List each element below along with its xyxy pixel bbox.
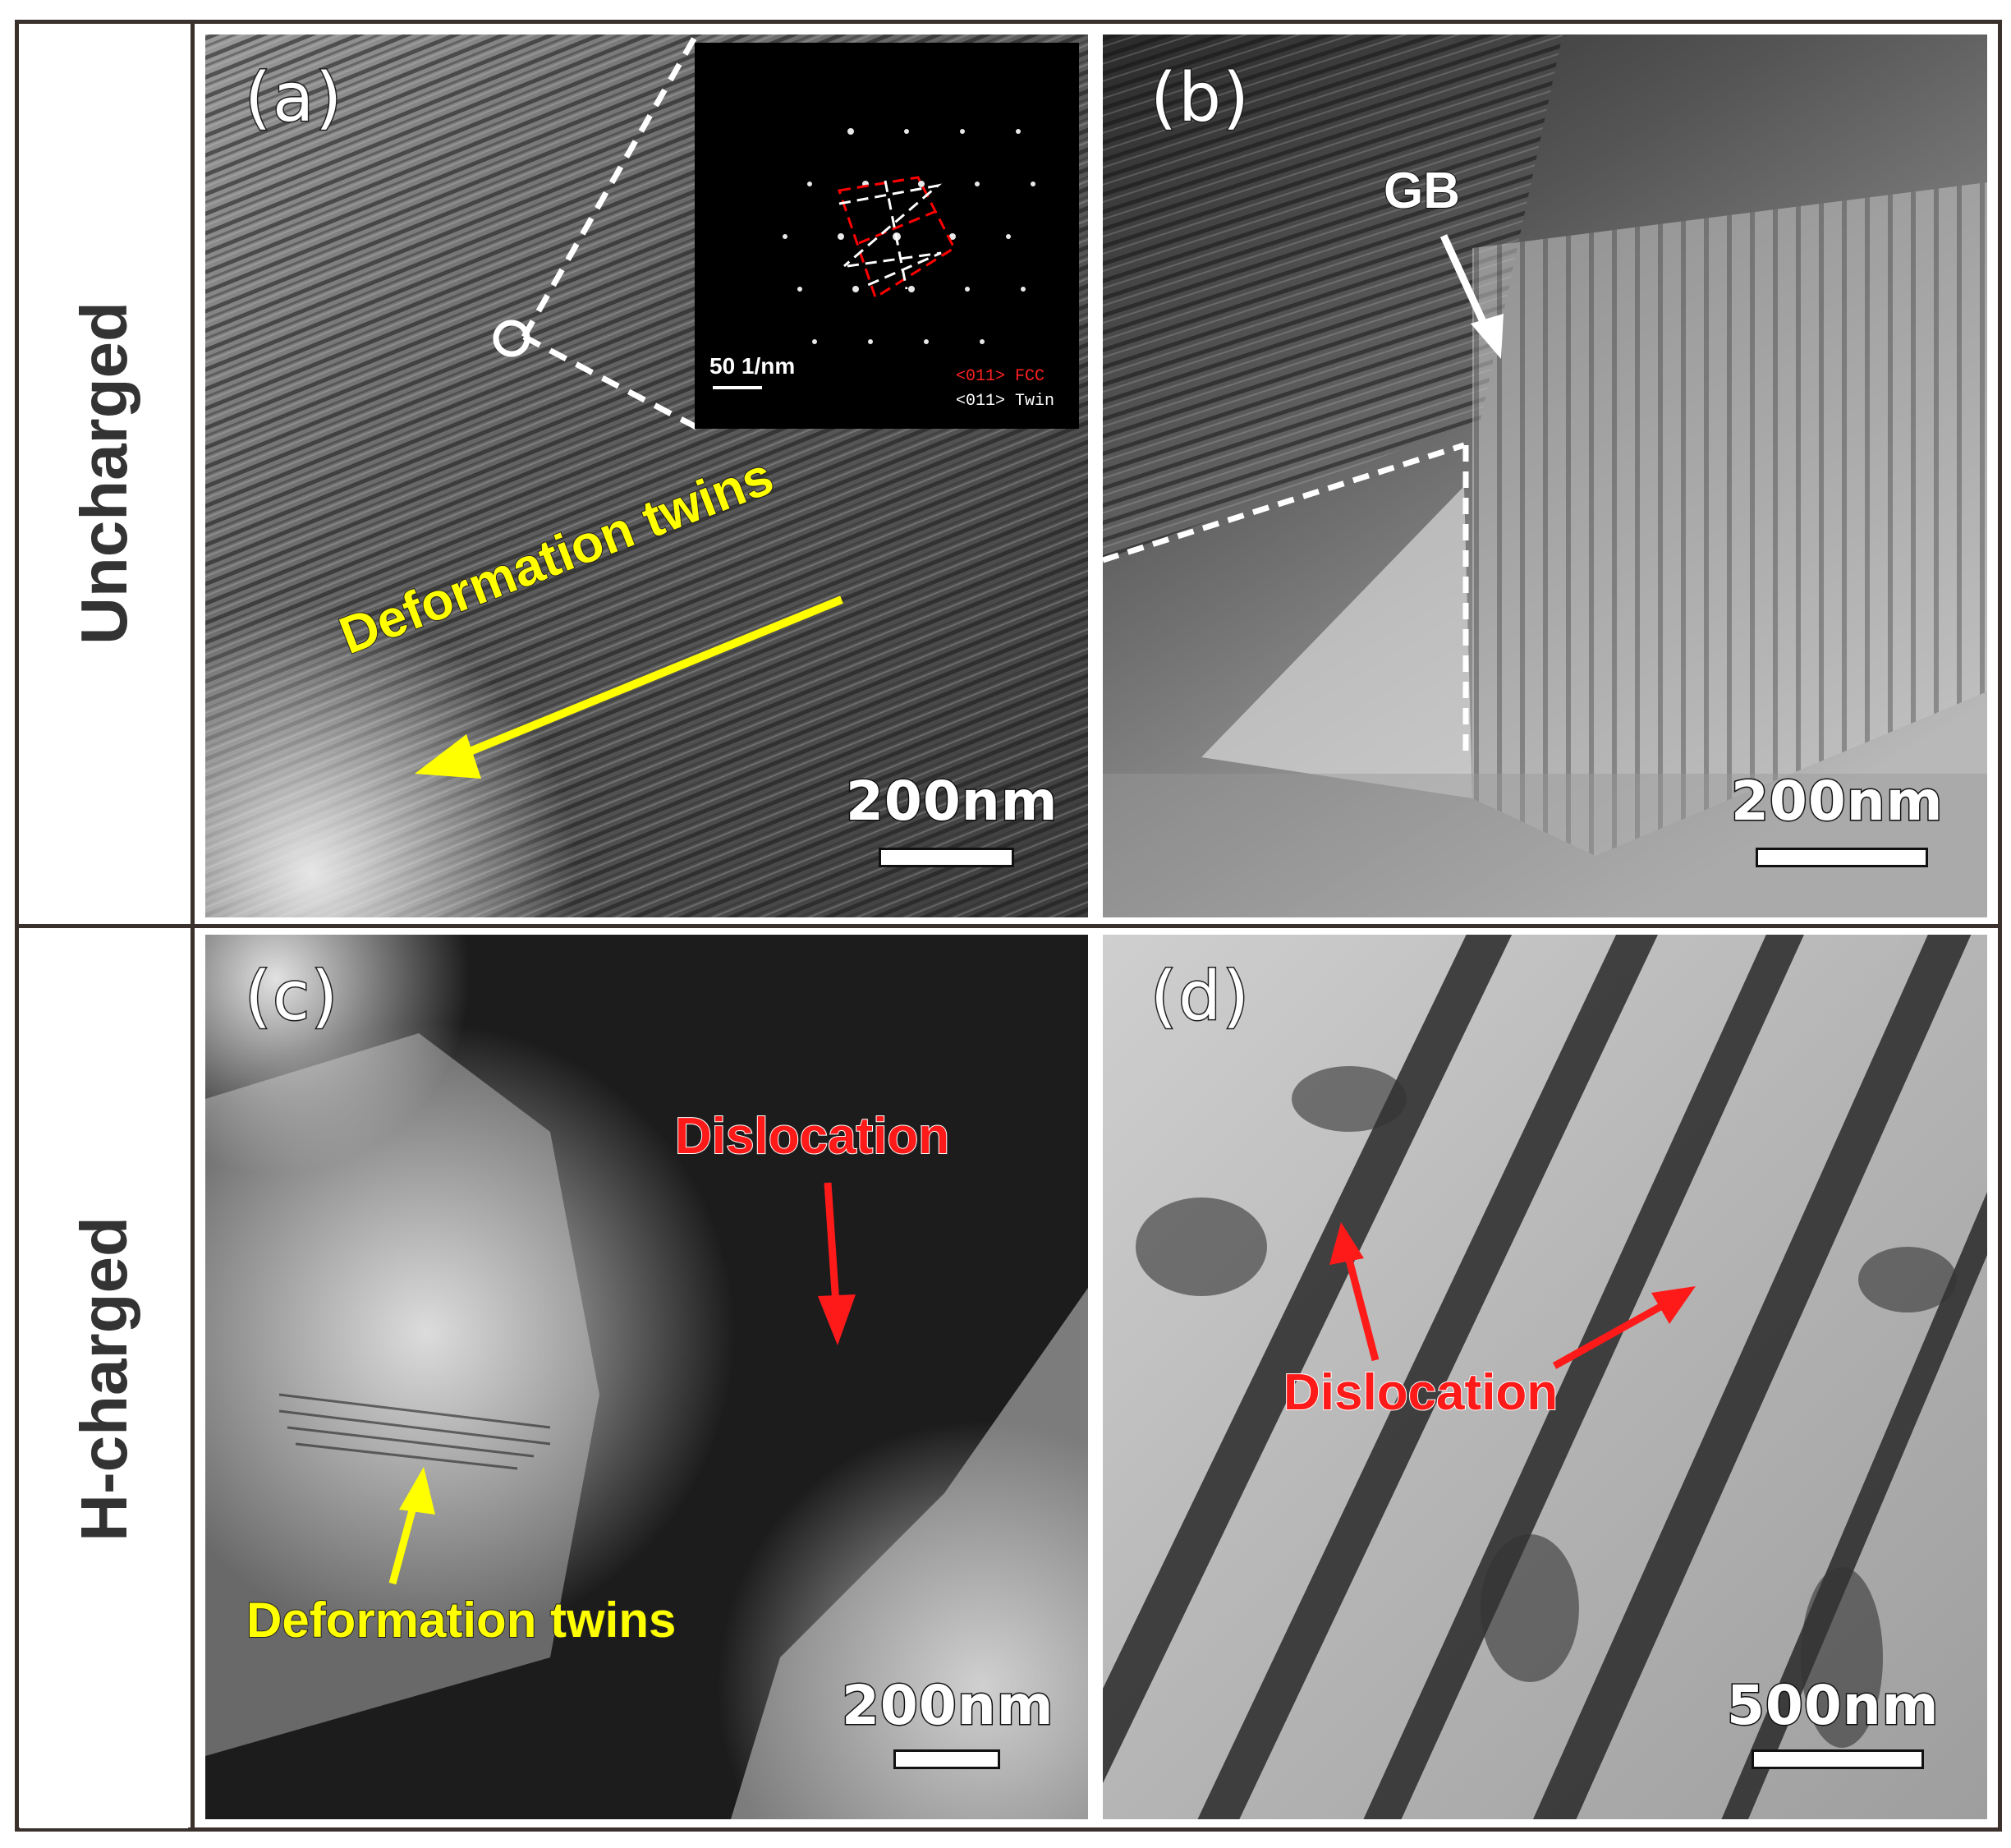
panel-d-label: (d) [1149,957,1251,1037]
panel-c-label: (c) [243,957,340,1037]
inset-legend-twin: <011> Twin [956,392,1055,411]
diffraction-pattern-inset: 50 1/nm <011> FCC <011> Twin [695,43,1079,429]
row-divider [15,924,2002,928]
panel-a-scale-label: 200nm [845,769,1059,834]
twin-arrow-shaft [450,595,843,763]
panel-d: (d) Dislocation 500nm [1103,935,1987,1819]
panel-b-scale-bar [1756,848,1928,867]
panel-c: (c) Dislocation Deformation twins 200nm [205,935,1088,1819]
panel-c-scale-label: 200nm [841,1673,1055,1739]
panel-d-overlay [1329,1222,1696,1369]
panel-d-scale-bar [1752,1749,1924,1769]
inset-pointer-line-bottom [522,333,698,430]
diffraction-pattern [713,128,1035,389]
panel-c-scale-bar [893,1749,1000,1769]
dislocation-label-d: Dislocation [1283,1363,1559,1422]
dislocation-arrow-c-shaft [824,1182,840,1305]
panel-b-overlay [1103,234,1504,757]
twin-arrow-head [415,734,481,779]
panel-a-label: (a) [243,58,344,139]
dislocation-arrow-d1-head [1329,1222,1364,1265]
twin-arrow-c-head [399,1467,435,1515]
inset-pointer-line-top [521,34,700,338]
panel-b-micrograph [1103,34,1987,917]
row-label-uncharged: Uncharged [20,25,188,922]
gb-dashed-line-1 [1103,442,1466,563]
panel-a: (a) Deformation twins 200nm [205,34,1088,917]
panel-b-label: (b) [1149,58,1251,139]
dislocation-arrow-d2-shaft [1552,1299,1670,1369]
gb-arrow-head [1471,314,1504,359]
panel-b-scale-label: 200nm [1730,769,1944,834]
sampled-area-circle [493,319,530,357]
dislocation-arrow-d2-head [1651,1286,1696,1324]
panel-c-overlay [388,1182,856,1585]
dislocation-arrow-c-head [818,1294,856,1345]
inset-scale-label: 50 1/nm [709,353,796,379]
inset-legend-fcc: <011> FCC [956,367,1045,386]
panel-a-scale-bar [879,848,1014,867]
dislocation-label-c: Dislocation [674,1107,950,1165]
deformation-twins-label-c: Deformation twins [246,1592,677,1648]
panel-d-scale-label: 500nm [1726,1673,1940,1739]
panel-b: (b) GB 200nm [1103,34,1987,917]
panel-c-micrograph [205,935,1088,1819]
gb-arrow-shaft [1439,234,1493,336]
twin-arrow-c-shaft [388,1496,420,1585]
panel-d-micrograph [1103,935,1987,1819]
row-label-h-charged: H-charged [20,930,188,1828]
inset-scale-bar [713,386,762,389]
dislocation-arrow-d1-shaft [1343,1252,1380,1362]
panel-a-overlay [415,34,843,779]
gb-label: GB [1383,162,1461,220]
